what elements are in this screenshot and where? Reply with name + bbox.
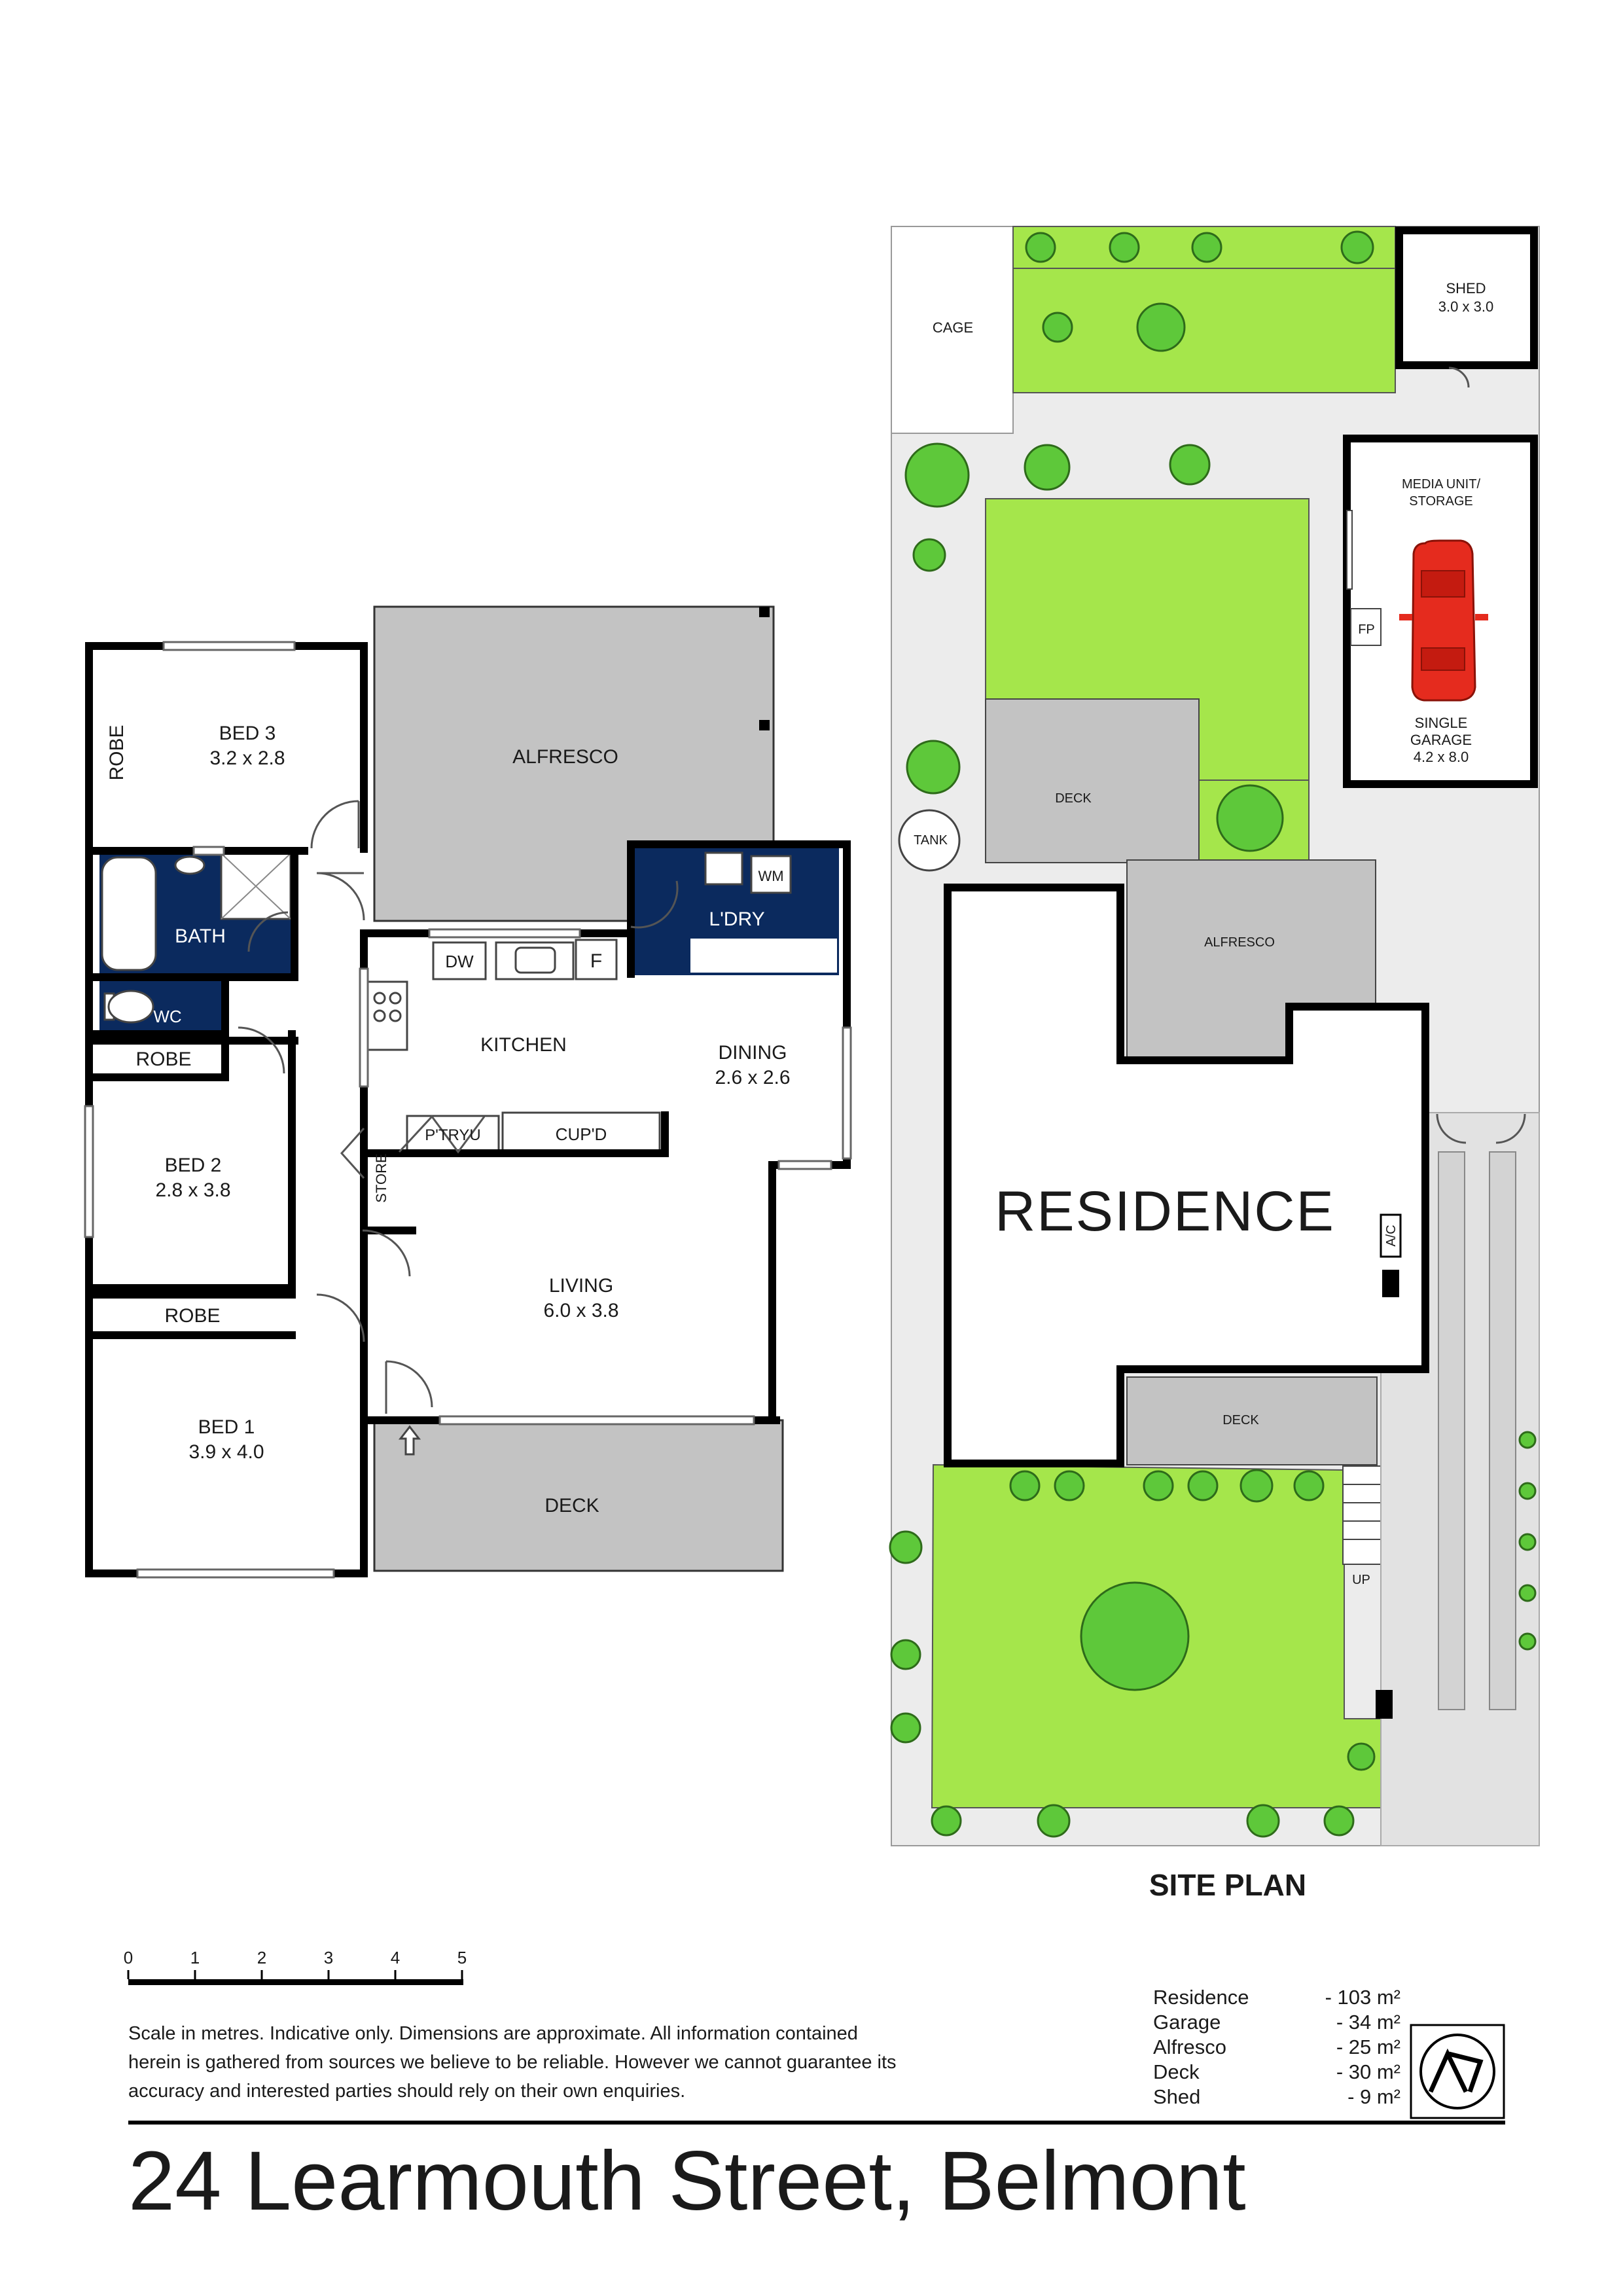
area-value-deck: - 30 m² — [1336, 2060, 1400, 2083]
shed-dims: 3.0 x 3.0 — [1438, 298, 1493, 315]
basin — [174, 855, 205, 875]
area-label-shed: Shed — [1153, 2085, 1200, 2108]
bed3-label: BED 3 — [219, 723, 276, 744]
tank-label: TANK — [914, 833, 948, 848]
north-compass-icon — [1410, 2024, 1505, 2119]
scale-tick-1: 1 — [190, 1948, 200, 1967]
site-deck-upper-label: DECK — [1055, 791, 1092, 806]
kitchen-label: KITCHEN — [480, 1034, 567, 1056]
deck-label: DECK — [544, 1495, 599, 1516]
area-table: Residence - 103 m² Garage - 34 m² Alfres… — [1153, 1986, 1400, 2108]
ac-unit — [1380, 1213, 1402, 1258]
disclaimer-line-2: herein is gathered from sources we belie… — [128, 2052, 897, 2073]
area-value-garage: - 34 m² — [1336, 2011, 1400, 2034]
area-value-shed: - 9 m² — [1347, 2085, 1400, 2108]
trough — [704, 852, 743, 886]
scale-tick-2: 2 — [257, 1948, 266, 1967]
cupboard-label: CUP'D — [556, 1124, 607, 1144]
garage-dims: 4.2 x 8.0 — [1414, 749, 1469, 765]
bathtub — [101, 856, 157, 971]
cage-label: CAGE — [933, 319, 973, 336]
wm-label: WM — [758, 868, 783, 884]
residence-footprint — [944, 884, 1429, 1467]
bath-label: BATH — [175, 925, 226, 947]
living-dims: 6.0 x 3.8 — [543, 1300, 618, 1321]
cupboard — [501, 1111, 661, 1153]
scale-tick-4: 4 — [391, 1948, 400, 1967]
trees — [889, 230, 1537, 1838]
floor-plan: BED 3 3.2 x 2.8 ROBE BATH WC ROBE BED 2 … — [84, 605, 852, 1579]
robe-bed2-label: ROBE — [135, 1049, 191, 1070]
garage-label: SINGLE — [1415, 715, 1468, 731]
toilet — [107, 990, 154, 1024]
entry-arrow-icon — [398, 1425, 421, 1456]
fridge — [575, 939, 618, 980]
shed — [1395, 226, 1538, 369]
washing-machine — [750, 855, 792, 894]
site-plan: CAGE SHED 3.0 x 3.0 MEDIA UNIT/ STORAGE … — [889, 226, 1540, 1902]
bed1-dims: 3.9 x 4.0 — [188, 1441, 264, 1463]
area-value-residence: - 103 m² — [1325, 1986, 1400, 2009]
car-icon — [1411, 539, 1476, 702]
address-title: 24 Learmouth Street, Belmont — [128, 2134, 1246, 2228]
fp-label: FP — [1358, 622, 1375, 637]
area-label-deck: Deck — [1153, 2060, 1200, 2083]
area-label-residence: Residence — [1153, 1986, 1249, 2009]
windows — [84, 641, 852, 1579]
scale-tick-0: 0 — [124, 1948, 133, 1967]
fridge-label: F — [590, 950, 602, 972]
wc-label: WC — [153, 1007, 181, 1026]
site-deck-lower-label: DECK — [1222, 1413, 1259, 1427]
cage-area — [891, 226, 1014, 434]
pantry-label: P'TRYU — [425, 1126, 481, 1144]
bed1-label: BED 1 — [198, 1416, 255, 1438]
dining-dims: 2.6 x 2.6 — [715, 1067, 790, 1088]
bed2-dims: 2.8 x 3.8 — [155, 1179, 230, 1201]
bed3-dims: 3.2 x 2.8 — [209, 747, 285, 769]
disclaimer: Scale in metres. Indicative only. Dimens… — [128, 2023, 897, 2102]
robe-bed1-label: ROBE — [164, 1305, 220, 1327]
store-label: STORE — [373, 1153, 389, 1202]
door-swings — [238, 800, 679, 1414]
up-label: UP — [1352, 1573, 1370, 1587]
residence-label: RESIDENCE — [995, 1180, 1335, 1243]
disclaimer-line-3: accuracy and interested parties should r… — [128, 2081, 685, 2102]
garage-label-2: GARAGE — [1410, 732, 1472, 748]
site-plan-title: SITE PLAN — [1149, 1868, 1306, 1902]
storage-label: STORAGE — [1409, 494, 1472, 509]
site-deck-upper — [985, 698, 1200, 863]
dw-label: DW — [445, 952, 474, 971]
area-label-garage: Garage — [1153, 2011, 1221, 2034]
shed-label: SHED — [1446, 280, 1486, 296]
alfresco-label: ALFRESCO — [512, 746, 618, 768]
disclaimer-line-1: Scale in metres. Indicative only. Dimens… — [128, 2023, 858, 2044]
tank — [898, 809, 961, 872]
steps — [1342, 1465, 1384, 1565]
living-label: LIVING — [549, 1275, 613, 1297]
site-alfresco-label: ALFRESCO — [1204, 935, 1275, 950]
dishwasher — [432, 941, 487, 980]
ac-label: A/C — [1384, 1225, 1399, 1246]
scale-bar: 0 1 2 3 4 5 — [124, 1948, 467, 1985]
media-unit-label: MEDIA UNIT/ — [1402, 477, 1480, 492]
site-deck-lower — [1126, 1376, 1378, 1465]
area-label-alfresco: Alfresco — [1153, 2036, 1226, 2058]
laundry-label: L'DRY — [709, 908, 764, 930]
bed2-label: BED 2 — [165, 1155, 222, 1176]
deck-area — [373, 1419, 784, 1572]
scale-tick-5: 5 — [457, 1948, 467, 1967]
dining-label: DINING — [719, 1042, 787, 1064]
divider — [128, 2121, 1505, 2125]
sink — [514, 946, 556, 974]
area-value-alfresco: - 25 m² — [1336, 2036, 1400, 2058]
robe-bed3-label: ROBE — [106, 725, 128, 780]
scale-tick-3: 3 — [324, 1948, 333, 1967]
